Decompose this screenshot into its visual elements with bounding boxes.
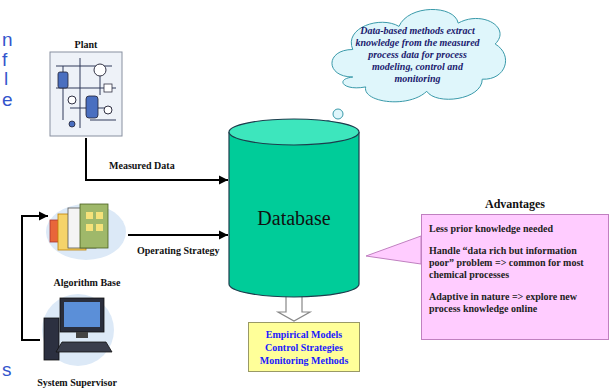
computer-illustration [42, 294, 114, 366]
output-item: Control Strategies [265, 341, 343, 354]
cloud-text: Data-based methods extract knowledge fro… [355, 25, 480, 85]
edge-fragment: s [2, 360, 12, 380]
advantage-item: Adaptive in nature => explore new proces… [429, 291, 601, 315]
advantage-item: Less prior knowledge needed [429, 223, 601, 235]
algorithm-base-illustration [46, 204, 126, 260]
advantage-item: Handle “data rich but information poor” … [429, 245, 601, 281]
thought-cloud: Data-based methods extract knowledge fro… [325, 0, 510, 110]
edge-fragment: l [4, 69, 8, 89]
node-label: Plant [10, 39, 162, 52]
database-label: Database [257, 207, 330, 230]
connector [278, 294, 310, 321]
output-item: Empirical Models [266, 328, 342, 341]
edge-fragment: e [2, 90, 13, 110]
connector [86, 138, 228, 185]
node-label: System Supervisor [0, 375, 154, 388]
connector [128, 231, 228, 240]
algorithm-base-node: Algorithm Base [48, 202, 126, 275]
advantages-box: AdvantagesLess prior knowledge neededHan… [421, 214, 609, 340]
system-supervisor-node: System Supervisor [40, 292, 114, 375]
edge-label: Operating Strategy [136, 245, 221, 256]
plant-illustration [50, 52, 122, 136]
output-item: Monitoring Methods [260, 354, 349, 367]
connector [22, 212, 48, 341]
edge-fragment: f [2, 50, 7, 70]
database-cylinder: Database [228, 118, 360, 298]
callout-heading: Advantages [382, 197, 612, 215]
edge-label: Measured Data [108, 160, 176, 171]
output-box: Empirical ModelsControl StrategiesMonito… [248, 322, 360, 372]
node-label: Algorithm Base [8, 275, 166, 288]
edge-fragment: n [2, 30, 13, 50]
plant-node: Plant [50, 52, 122, 136]
callout-pointer [366, 236, 421, 264]
